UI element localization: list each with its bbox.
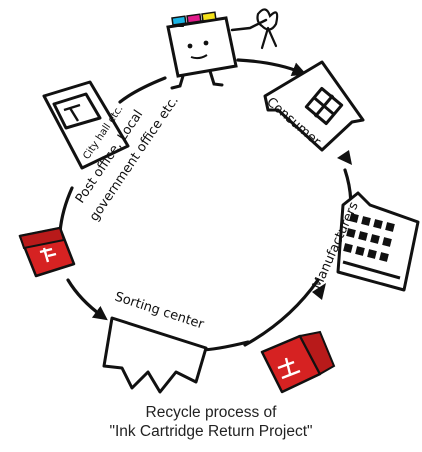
arrowhead-to-consumer [337, 150, 352, 165]
arc-postoffice-to-redbox [60, 188, 72, 232]
arc-mascot-to-consumer [238, 60, 300, 72]
recycle-cycle-diagram: Consumer Manufacturers Sorting center Ci… [0, 0, 422, 400]
diagram-caption: Recycle process of "Ink Cartridge Return… [0, 403, 422, 441]
caption-line-1: Recycle process of [0, 403, 422, 422]
mailbox-icon-left [20, 228, 74, 276]
ink-cartridge-mascot-icon [168, 9, 277, 88]
arc-redbox-to-sorting-left [68, 280, 102, 316]
arc-mascot-to-postoffice [120, 78, 165, 102]
mailbox-icon-bottom [262, 332, 334, 392]
caption-line-2: "Ink Cartridge Return Project" [0, 422, 422, 441]
